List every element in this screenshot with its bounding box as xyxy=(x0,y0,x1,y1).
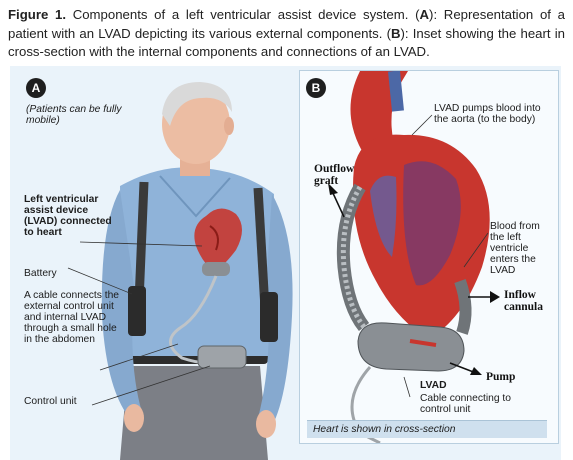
battery-right xyxy=(260,292,278,342)
hair xyxy=(162,82,232,126)
caption-text-2: ): Representation of a patient with an L… xyxy=(8,7,565,41)
panel-a-badge: A xyxy=(26,78,46,98)
mobility-note: (Patients can be fully mobile) xyxy=(26,104,122,126)
caption-text-1: Components of a left ventricular assist … xyxy=(66,7,420,22)
pump-label: Pump xyxy=(486,371,516,383)
heart-cross-section xyxy=(328,71,500,443)
caption-ref-a: A xyxy=(419,7,430,22)
illustration-panel: A (Patients can be fully mobile) Left ve… xyxy=(10,66,561,460)
figure-caption: Figure 1. Components of a left ventricul… xyxy=(8,6,565,62)
cross-section-note-bar xyxy=(307,420,547,438)
trousers xyxy=(120,366,268,460)
outflow-graft-label: Outflow graft xyxy=(314,163,355,187)
panel-b-badge: B xyxy=(306,78,326,98)
blood-from-lv-label: Blood from the left ventricle enters the… xyxy=(490,221,540,276)
cable-description-label: A cable connects the external control un… xyxy=(24,290,120,345)
caption-text-3: ): Inset showing the heart in cross-sect… xyxy=(8,25,565,60)
cable-connecting-label: Cable connecting to control unit xyxy=(420,393,512,415)
control-unit-device xyxy=(197,345,247,369)
lvad-label: LVAD xyxy=(420,380,447,391)
outflow-graft-tube xyxy=(336,183,370,332)
battery-left xyxy=(128,286,146,336)
caption-label: Figure 1. xyxy=(8,7,66,22)
patient-illustration xyxy=(67,82,293,460)
heart-cross-section-inset: B LVAD pumps blood into the aorta (to th… xyxy=(299,70,559,444)
caption-ref-b: B xyxy=(390,25,401,41)
inflow-cannula-label: Inflow cannula xyxy=(504,289,543,313)
cross-section-note: Heart is shown in cross-section xyxy=(313,424,456,435)
battery-label: Battery xyxy=(24,268,57,279)
lvad-connected-label: Left ventricular assist device (LVAD) co… xyxy=(24,194,112,238)
inflow-cannula-tube xyxy=(454,278,472,335)
left-ventricle xyxy=(403,161,461,286)
lvad-device xyxy=(202,262,230,276)
control-unit-label: Control unit xyxy=(24,396,77,407)
pump-body xyxy=(357,322,465,372)
right-ventricle xyxy=(370,175,397,257)
pumps-into-aorta-label: LVAD pumps blood into the aorta (to the … xyxy=(434,103,541,125)
